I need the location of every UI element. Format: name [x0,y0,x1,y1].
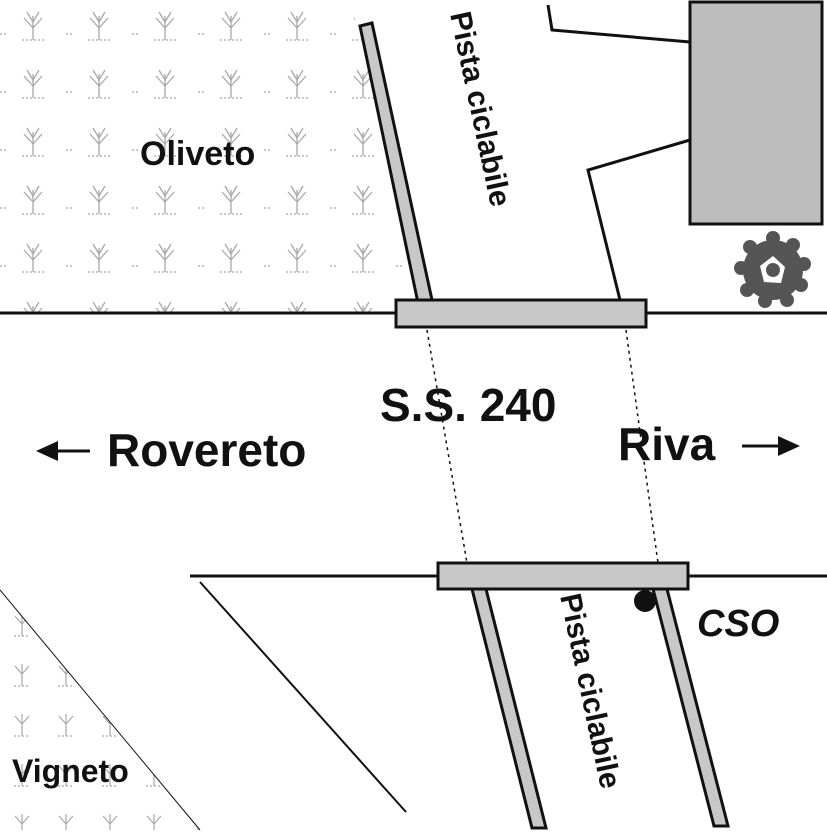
vineyard-border [0,589,201,831]
arrow-left-icon [36,441,90,461]
label-bike-path-top: Pista ciclabile [443,9,517,210]
crossing-platform-south [436,561,690,591]
label-cso: CSO [697,603,779,645]
crossing-line-left [426,329,468,564]
lot-boundary-line-lower [586,138,691,301]
label-bike-path-bottom: Pista ciclabile [553,591,627,792]
field-boundary-line [199,581,407,813]
lot-boundary-line [546,4,691,44]
tree-icon [734,231,811,308]
bike-path-bottom-strip-left [470,587,548,830]
building [688,0,824,226]
crossing-platform-north [394,298,648,329]
label-vigneto: Vigneto [12,753,129,789]
cso-marker [634,590,656,612]
label-right-destination: Riva [618,418,716,470]
label-road: S.S. 240 [380,379,556,431]
arrow-right-icon [742,436,800,456]
label-oliveto: Oliveto [140,135,255,173]
label-left-destination: Rovereto [107,424,306,476]
olive-grove-area [0,0,432,312]
